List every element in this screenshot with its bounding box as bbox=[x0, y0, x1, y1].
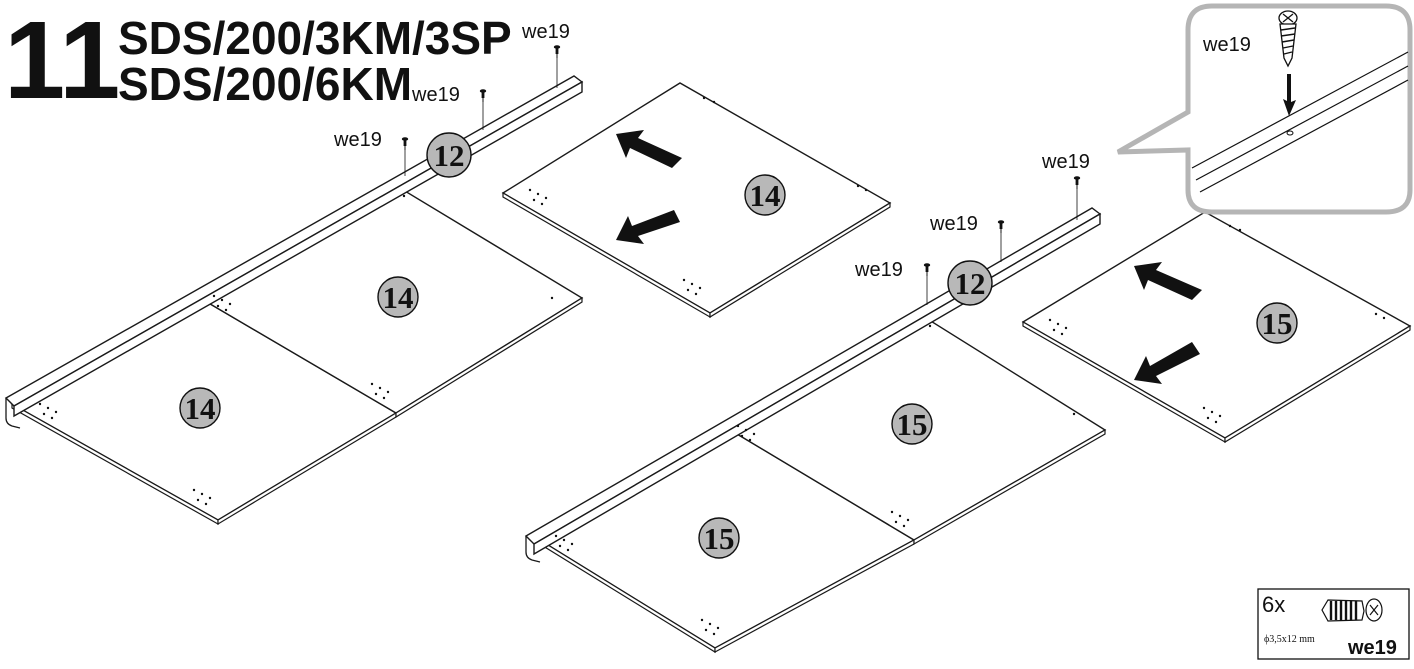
hole-dots bbox=[554, 324, 1076, 636]
parts-quantity: 6x bbox=[1262, 592, 1285, 617]
arrow-icon bbox=[616, 210, 680, 244]
screw-label: we19 bbox=[1202, 34, 1251, 56]
screw-label: we19 bbox=[929, 213, 978, 235]
screw-icon bbox=[997, 219, 1005, 234]
part-badge-15: 15 bbox=[891, 403, 933, 445]
svg-text:14: 14 bbox=[750, 178, 781, 213]
panel-edge bbox=[709, 201, 891, 319]
screw-label: we19 bbox=[521, 21, 570, 43]
part-badge-15: 15 bbox=[1256, 302, 1298, 344]
part-badge-15: 15 bbox=[698, 517, 740, 559]
step-number: 11 bbox=[4, 0, 120, 122]
parts-box: 6x ϕ3,5x12 mm we19 bbox=[1257, 588, 1410, 660]
svg-text:15: 15 bbox=[704, 521, 735, 556]
screw-label: we19 bbox=[854, 259, 903, 281]
arrow-icon bbox=[1134, 342, 1200, 384]
svg-text:15: 15 bbox=[897, 407, 928, 442]
screw-label: we19 bbox=[1041, 151, 1090, 173]
hole-dots bbox=[528, 96, 868, 296]
svg-text:14: 14 bbox=[383, 280, 414, 315]
part-badge-14: 14 bbox=[744, 174, 786, 216]
screw-icon bbox=[1321, 598, 1383, 622]
screw-icon bbox=[401, 136, 409, 151]
panel-15-loose bbox=[1021, 211, 1412, 439]
screw-label: we19 bbox=[411, 84, 460, 106]
screw-icon bbox=[553, 44, 561, 59]
svg-text:12: 12 bbox=[434, 138, 465, 173]
screw-label: we19 bbox=[333, 129, 382, 151]
part-badge-12: 12 bbox=[426, 132, 472, 178]
panel-edge bbox=[395, 296, 583, 419]
hole-dots bbox=[1048, 224, 1386, 424]
arrow-icon bbox=[616, 130, 682, 168]
screw-icon bbox=[1278, 10, 1298, 68]
part-badge-12: 12 bbox=[947, 260, 993, 306]
hole-dots bbox=[38, 194, 554, 506]
model-code-1: SDS/200/3KM/3SP bbox=[118, 12, 512, 64]
panel-edge bbox=[1224, 324, 1411, 444]
panel-edge bbox=[913, 428, 1106, 546]
screw-icon bbox=[479, 88, 487, 103]
arrow-icon bbox=[1283, 74, 1296, 116]
part-badge-14: 14 bbox=[179, 387, 221, 429]
screw-icon bbox=[923, 262, 931, 277]
part-badge-14: 14 bbox=[377, 276, 419, 318]
detail-callout: we19 bbox=[1116, 3, 1413, 215]
arrow-icon bbox=[1134, 262, 1202, 300]
svg-text:15: 15 bbox=[1262, 306, 1293, 341]
screw-icon bbox=[1073, 175, 1081, 190]
svg-text:14: 14 bbox=[185, 391, 216, 426]
parts-dimension: ϕ3,5x12 mm bbox=[1264, 634, 1315, 645]
svg-text:12: 12 bbox=[955, 266, 986, 301]
model-code-2: SDS/200/6KM bbox=[118, 58, 412, 110]
parts-code: we19 bbox=[1347, 637, 1397, 659]
panel-14-loose bbox=[501, 82, 892, 314]
